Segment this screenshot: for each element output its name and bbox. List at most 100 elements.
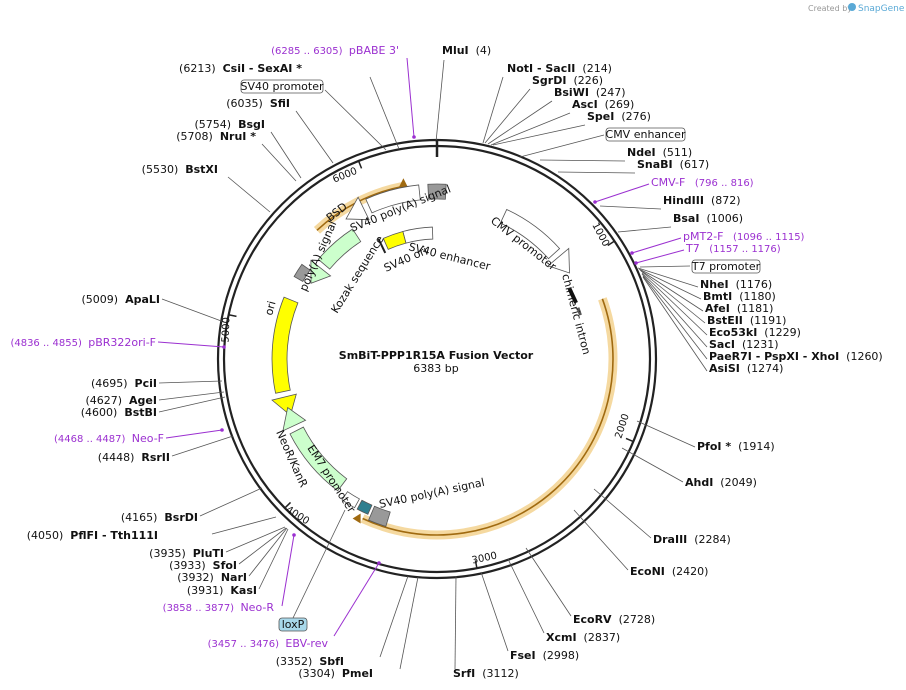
primer-label[interactable]: (4468 .. 4487) Neo-F — [54, 432, 164, 445]
site-label[interactable]: EcoRV (2728) — [573, 613, 655, 626]
primer-label[interactable]: (3457 .. 3476) EBV-rev — [208, 637, 329, 650]
site-label[interactable]: (5530) BstXI — [142, 163, 218, 176]
site-label[interactable]: SpeI (276) — [587, 110, 651, 123]
primer-label[interactable]: (6285 .. 6305) pBABE 3' — [271, 44, 399, 57]
site-label[interactable]: BstEII (1191) — [707, 314, 786, 327]
primer-label[interactable]: CMV-F (796 .. 816) — [651, 176, 754, 189]
site-label[interactable]: (5754) BsgI — [195, 118, 265, 131]
feature-loxp-small[interactable] — [356, 499, 373, 515]
feature-label: ori — [262, 300, 278, 317]
watermark-created-by: Created by — [808, 4, 852, 13]
site-label[interactable]: (5009) ApaLI — [82, 293, 161, 306]
site-label-part: (2049) — [713, 476, 757, 489]
site-label-part: (226) — [566, 74, 603, 87]
feature-chimeric-intron[interactable] — [567, 287, 578, 304]
boxed-label-frame[interactable] — [278, 617, 308, 632]
primer-leader — [165, 429, 223, 439]
feature-sv40-enhancer[interactable] — [402, 226, 434, 244]
feature-em7-promoter[interactable] — [341, 491, 360, 509]
site-label[interactable]: (4627) AgeI — [85, 394, 157, 407]
site-label[interactable]: (5708) NruI * — [176, 130, 256, 143]
site-label[interactable]: HindIII (872) — [663, 194, 741, 207]
site-label[interactable]: (4695) PciI — [91, 377, 157, 390]
site-label[interactable]: BmtI (1180) — [703, 290, 776, 303]
site-label-part: (1180) — [732, 290, 776, 303]
primer-mark — [222, 345, 226, 349]
site-leader — [171, 435, 234, 457]
site-label[interactable]: (3352) SbfI — [276, 655, 344, 668]
site-leader — [642, 276, 708, 372]
site-label[interactable]: (3932) NarI — [177, 571, 247, 584]
site-label[interactable]: (3933) SfoI — [169, 559, 237, 572]
site-label[interactable]: SnaBI (617) — [637, 158, 709, 171]
feature-sv40-polya-bottom[interactable] — [368, 505, 391, 527]
site-label[interactable]: (3931) KasI — [187, 584, 257, 597]
site-label[interactable]: NotI - SacII (214) — [507, 62, 612, 75]
site-label[interactable]: XcmI (2837) — [546, 631, 620, 644]
site-leader — [270, 131, 302, 179]
primer-label[interactable]: (3858 .. 3877) Neo-R — [163, 601, 275, 614]
site-label[interactable]: (4050) PflFI - Tth111I — [27, 529, 158, 542]
site-label[interactable]: (6213) CsiI - SexAI * — [179, 62, 302, 75]
site-label[interactable]: PaeR7I - PspXI - XhoI (1260) — [709, 350, 883, 363]
site-label-part: (5530) — [142, 163, 186, 176]
site-label[interactable]: (4165) BsrDI — [121, 511, 198, 524]
primer-label[interactable]: (4836 .. 4855) pBR322ori-F — [10, 336, 156, 349]
site-leader — [637, 267, 699, 288]
site-label[interactable]: AscI (269) — [572, 98, 634, 111]
site-label[interactable]: EcoNI (2420) — [630, 565, 708, 578]
primer-mark — [634, 261, 638, 265]
feature-sv40-ori[interactable] — [382, 231, 407, 250]
site-label[interactable]: (4600) BstBI — [81, 406, 157, 419]
site-label-part: (4600) — [81, 406, 125, 419]
site-label[interactable]: SrfI (3112) — [453, 667, 519, 680]
primer-label[interactable]: pMT2-F (1096 .. 1115) — [683, 230, 805, 243]
site-label[interactable]: (3304) PmeI — [298, 667, 373, 680]
site-label-part: (4) — [469, 44, 492, 57]
site-leader — [158, 391, 225, 401]
site-label-part: HindIII — [663, 194, 704, 207]
site-label[interactable]: BsiWI (247) — [554, 86, 626, 99]
site-label[interactable]: (4448) RsrII — [98, 451, 170, 464]
primer-name: pBR322ori-F — [88, 336, 156, 349]
site-leader — [369, 76, 400, 150]
feature-neor-kanr[interactable] — [289, 426, 348, 492]
site-label[interactable]: AhdI (2049) — [685, 476, 757, 489]
boxed-leader — [639, 265, 691, 268]
site-label-part: PflFI — [70, 529, 98, 542]
tick-mark — [474, 560, 478, 569]
site-leader — [617, 226, 672, 233]
site-label[interactable]: (3935) PluTI — [149, 547, 224, 560]
site-label[interactable]: Eco53kI (1229) — [709, 326, 801, 339]
feature-sv40-polya-top[interactable] — [365, 184, 421, 214]
site-label[interactable]: AfeI (1181) — [705, 302, 773, 315]
site-label[interactable]: SgrDI (226) — [532, 74, 603, 87]
boxed-label-frame[interactable] — [691, 259, 761, 274]
site-label[interactable]: PfoI * (1914) — [697, 440, 775, 453]
boxed-label-frame[interactable] — [605, 127, 686, 142]
feature-label: EM7 promoter — [304, 443, 358, 516]
site-label[interactable]: FseI (2998) — [510, 649, 579, 662]
site-label[interactable]: NdeI (511) — [627, 146, 692, 159]
site-label[interactable]: MluI (4) — [442, 44, 491, 57]
feature-gray-top[interactable] — [427, 183, 447, 200]
site-label[interactable]: NheI (1176) — [700, 278, 772, 291]
primer-label[interactable]: T7 (1157 .. 1176) — [685, 242, 781, 255]
map-length: 6383 bp — [413, 362, 458, 375]
site-label[interactable]: (6035) SfiI — [226, 97, 290, 110]
tick-mark — [607, 240, 615, 247]
site-label-part: (1260) — [839, 350, 883, 363]
feature-ori[interactable] — [271, 296, 299, 394]
site-label[interactable]: BsaI (1006) — [673, 212, 743, 225]
boxed-label-frame[interactable] — [240, 79, 324, 94]
feature-cmv-promoter[interactable] — [499, 208, 561, 260]
site-label-part: (4165) — [121, 511, 165, 524]
site-label[interactable]: SacI (1231) — [709, 338, 779, 351]
sv40-polya-arrow-icon — [345, 196, 370, 221]
feature-bsd[interactable] — [317, 228, 362, 270]
site-label[interactable]: DraIII (2284) — [653, 533, 731, 546]
site-label[interactable]: AsiSI (1274) — [709, 362, 783, 375]
feature-polya-signal[interactable] — [293, 263, 311, 283]
primer-mark — [377, 561, 381, 565]
